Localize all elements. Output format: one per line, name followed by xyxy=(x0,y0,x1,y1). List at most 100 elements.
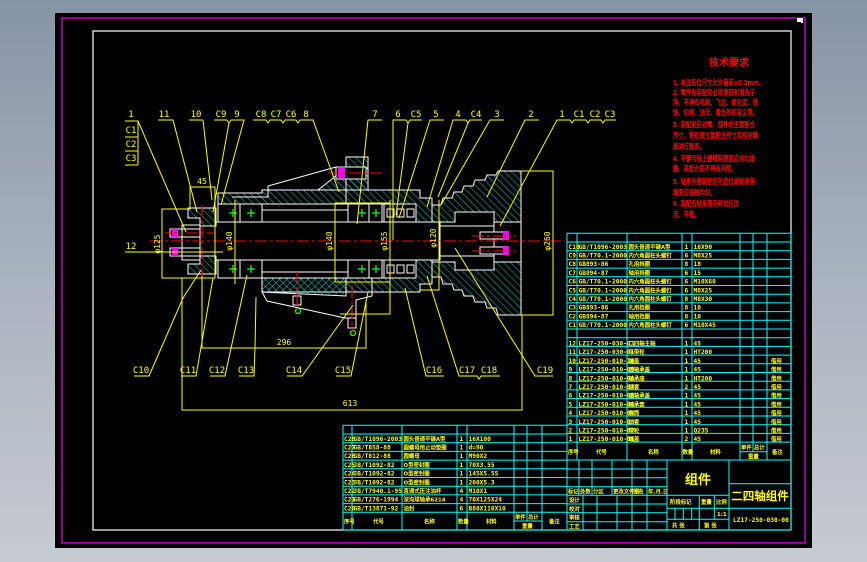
bom-cell-qty: 1 xyxy=(685,244,689,251)
requirement-line: 5. 轴承外圈装配后与定位端轴承盖 xyxy=(673,176,756,186)
callout-label: 6 xyxy=(395,110,400,120)
bom-cell-no: 11 xyxy=(569,349,577,356)
callout-label: 1 xyxy=(128,110,133,120)
bom-cell-code: JB/T7940.1-95 xyxy=(354,488,403,495)
bom-cell-name: 圆头普通平键A型 xyxy=(629,243,672,251)
callout-label: C4 xyxy=(471,110,482,120)
bom-cell-no: 12 xyxy=(569,341,577,348)
bom-header-unit: 单件 xyxy=(515,513,526,521)
bom-cell-no: C10 xyxy=(569,244,580,251)
drawing-number: LZ17-250-030-00 xyxy=(733,517,789,524)
bom-cell-name: 圆头普通平键A型 xyxy=(404,435,447,443)
bom-cell-qty: 1 xyxy=(460,436,464,443)
bom-cell-qty: 1 xyxy=(685,410,689,417)
bom-cell-no: C3 xyxy=(569,305,577,312)
bom-header-qty: 数量 xyxy=(458,518,469,526)
bom-cell-code: GB/T13871-92 xyxy=(354,505,399,512)
callout-label: C3 xyxy=(126,154,137,164)
bom-cell-material: 145X5.55 xyxy=(469,471,499,478)
bom-cell-name: 孔用挡圈 xyxy=(629,304,651,312)
bom-cell-material: Q235 xyxy=(694,428,709,435)
bom-cell-no: C28 xyxy=(344,436,355,443)
bom-cell-remark: 借用 xyxy=(770,366,782,374)
callout-label: 7 xyxy=(372,110,377,120)
callout-label: 10 xyxy=(191,110,202,120)
bom-header-total: 总计 xyxy=(528,513,539,521)
bom-cell-no: C6 xyxy=(569,279,577,286)
requirement-line: 1. 未注形位尺寸允许偏差±0.2mm。 xyxy=(673,77,764,87)
callout-label: C10 xyxy=(133,366,149,376)
grease-nipple-icon xyxy=(294,307,302,315)
bom-cell-name: 透轴承盖 xyxy=(629,366,651,374)
revision-column-label: 标记 xyxy=(567,488,579,496)
revision-column-label: 签名 xyxy=(632,488,644,496)
bom-cell-name: 圆螺母用止动垫圈 xyxy=(404,444,448,452)
bom-cell-name: 护套 xyxy=(629,418,640,426)
bom-cell-remark: 借用 xyxy=(770,374,782,382)
bom-cell-code: LZ17-250-030-03 xyxy=(579,341,635,348)
bom-cell-qty: 1 xyxy=(460,462,464,469)
bom-cell-material: 70X3.55 xyxy=(469,462,495,469)
bom-cell-name: O型密封圈 xyxy=(404,478,431,486)
dimensions: 45 φ125 φ140 φ140 φ155 φ120 φ260 296 613 xyxy=(125,170,554,411)
bom-cell-code: GB/T276-1994 xyxy=(354,497,399,504)
bom-cell-no: C23 xyxy=(344,479,355,486)
bom-cell-name: 圆螺母 xyxy=(404,452,421,460)
bom-cell-no: 10 xyxy=(569,358,577,365)
requirement-line: 度进行复查。 xyxy=(673,141,705,151)
bearing-ball-icon xyxy=(229,265,237,273)
bom-cell-no: C9 xyxy=(569,253,577,260)
bearing-ball-icon xyxy=(358,265,366,273)
bom-cell-qty: 1 xyxy=(460,479,464,486)
approval-role-label: 校对 xyxy=(569,505,580,513)
bom-cell-name: 端盖 xyxy=(629,357,640,365)
bom-cell-qty: 4 xyxy=(460,488,464,495)
pickbox-cursor-icon xyxy=(797,18,803,23)
bolt-head-icon xyxy=(503,231,509,240)
bom-cell-material: 45 xyxy=(694,419,702,426)
bom-cell-qty: 1 xyxy=(460,471,464,478)
callout-label: C17 xyxy=(459,366,475,376)
bom-cell-name: 内六角圆柱头螺钉 xyxy=(629,321,673,329)
scale-value: 1:1 xyxy=(717,512,727,518)
dim-diameter-140-left: φ140 xyxy=(225,231,234,250)
bom-cell-qty: 1 xyxy=(460,445,464,452)
bom-cell-name: 套筒 xyxy=(629,409,640,417)
requirement-line: 触，其配合面不得有间隙。 xyxy=(673,163,737,173)
bom-cell-material: HT200 xyxy=(694,375,713,382)
bom-cell-no: C2 xyxy=(569,313,577,320)
bom-cell-name: 内六角圆柱头螺钉 xyxy=(629,278,673,286)
bearing-ball-icon xyxy=(358,209,366,217)
bom-cell-material: 45 xyxy=(694,358,702,365)
callout-label: C1 xyxy=(574,110,585,120)
model-space-background xyxy=(55,13,812,548)
bom-cell-no: 9 xyxy=(569,367,573,374)
bom-cell-qty: 1 xyxy=(685,428,689,435)
bom-cell-name: 深沟球轴承6214 xyxy=(404,496,446,504)
bom-header-no: 序号 xyxy=(567,448,579,456)
lower-housing-band xyxy=(261,277,347,297)
drawing-name: 二四轴组件 xyxy=(731,489,789,503)
bom-cell-no: C27 xyxy=(344,445,355,452)
bom-cell-name: 内六角圆柱头螺钉 xyxy=(629,286,673,294)
dim-diameter-125: φ125 xyxy=(153,234,162,253)
weight-label: 重量 xyxy=(701,498,712,506)
bom-header-qty: 数量 xyxy=(683,448,694,456)
callout-label: C3 xyxy=(605,110,616,120)
bom-cell-code: GB/T858-88 xyxy=(354,445,392,452)
bom-cell-name: 轴承套 xyxy=(629,400,646,408)
bom-cell-material: 200X5.3 xyxy=(469,479,495,486)
bom-cell-material: 16X90 xyxy=(694,244,713,251)
sheet-border xyxy=(61,17,806,544)
approval-role-label: 审核 xyxy=(569,514,580,522)
bom-cell-code: GB/T1096-2003 xyxy=(354,436,403,443)
bom-cell-qty: 6 xyxy=(685,322,689,329)
bom-cell-remark: 借用 xyxy=(770,383,782,391)
bearing-ball-icon xyxy=(247,209,255,217)
bom-header-name: 名称 xyxy=(424,518,435,526)
bom-cell-remark: 借用 xyxy=(770,418,782,426)
bom-cell-material: M10X1 xyxy=(469,488,488,495)
bom-cell-no: C20 xyxy=(344,505,355,512)
